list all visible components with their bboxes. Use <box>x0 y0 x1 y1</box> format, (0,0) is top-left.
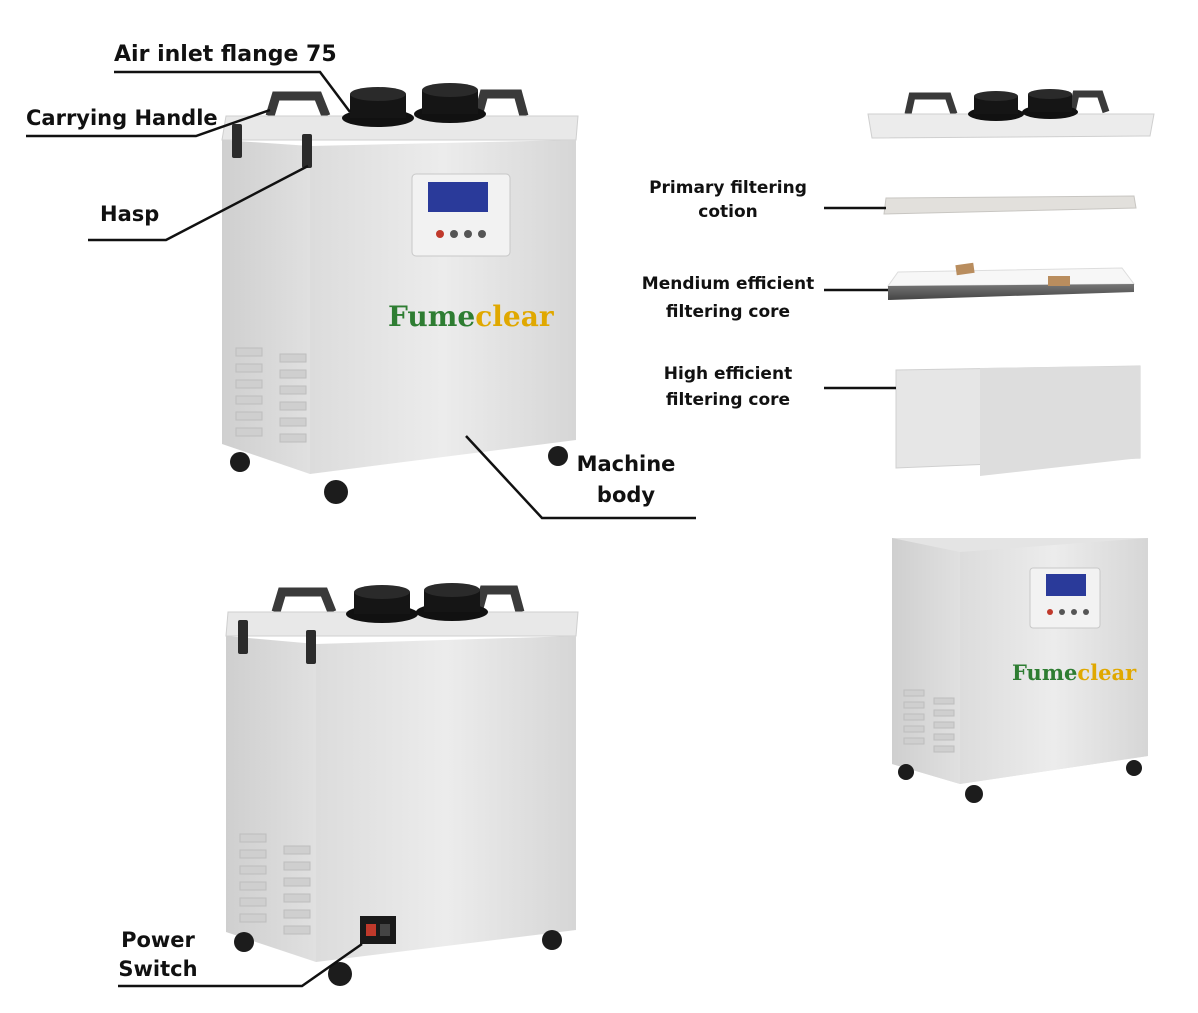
leader-hasp <box>88 164 309 242</box>
label-hasp: Hasp <box>100 202 160 226</box>
air-inlet-flange-left <box>342 87 414 127</box>
label-primary-filter: Primary filtering cotion <box>636 176 820 224</box>
brand-logo-part3: clear <box>1077 660 1137 685</box>
label-primary-line2: cotion <box>698 202 758 222</box>
label-medium-filter: Mendium efficient filtering core <box>636 272 820 324</box>
label-medium-line2: filtering core <box>665 302 791 322</box>
air-inlet-flange-right <box>414 83 486 123</box>
label-power-switch: Power Switch <box>116 928 200 982</box>
machine-front-view <box>221 83 579 504</box>
hasp-rear-right <box>306 630 316 664</box>
caster-wheels <box>230 446 568 504</box>
brand-logo-part3: clear <box>475 300 554 333</box>
medium-filter-part <box>887 262 1135 300</box>
hasp-left <box>232 124 242 158</box>
leader-machine-body <box>465 435 696 520</box>
leader-carrying-handle <box>26 108 271 138</box>
primary-filter-part <box>883 195 1137 215</box>
power-switch <box>360 916 396 944</box>
carrying-handle-rear-right <box>473 585 525 614</box>
label-power-switch-line2: Switch <box>118 957 198 981</box>
air-inlet-flange-rear-right <box>416 583 488 621</box>
hasp-right <box>302 134 312 168</box>
side-vents <box>235 347 307 443</box>
label-medium-line1: Mendium efficient <box>641 274 815 294</box>
label-carrying-handle: Carrying Handle <box>26 106 218 130</box>
brand-logo-front: Fumeclear <box>388 300 554 333</box>
carrying-handle-left <box>265 91 331 118</box>
label-power-switch-line1: Power <box>121 928 195 952</box>
leader-air-inlet <box>114 70 351 113</box>
brand-logo-body-part: Fumeclear <box>1012 660 1136 685</box>
label-air-inlet-flange: Air inlet flange 75 <box>114 42 337 67</box>
hasp-rear-left <box>238 620 248 654</box>
machine-body-part <box>892 538 1148 803</box>
brand-logo-part1: F <box>388 300 408 333</box>
caster-wheels-rear <box>234 930 562 986</box>
label-high-filter: High efficient filtering core <box>636 362 820 412</box>
air-inlet-flange-rear-left <box>346 585 418 623</box>
rear-vents <box>239 833 311 935</box>
brand-logo-part1: F <box>1012 660 1027 685</box>
label-high-line2: filtering core <box>665 390 791 410</box>
brand-logo-part2: ume <box>1026 660 1078 685</box>
machine-rear-view <box>225 583 579 986</box>
label-machine-body-line1: Machine <box>576 452 676 476</box>
carrying-handle-right <box>473 89 529 118</box>
leader-lines <box>26 70 896 988</box>
top-cover-part <box>867 89 1155 139</box>
label-high-line1: High efficient <box>663 364 793 384</box>
label-machine-body: Machine body <box>576 452 676 508</box>
brand-logo-part2: ume <box>407 300 476 333</box>
leader-power-switch <box>118 942 363 988</box>
high-filter-part <box>895 365 1141 476</box>
display-screen <box>428 182 488 212</box>
carrying-handle-rear-left <box>271 587 337 614</box>
label-machine-body-line2: body <box>596 483 656 507</box>
label-primary-line1: Primary filtering <box>649 178 807 198</box>
